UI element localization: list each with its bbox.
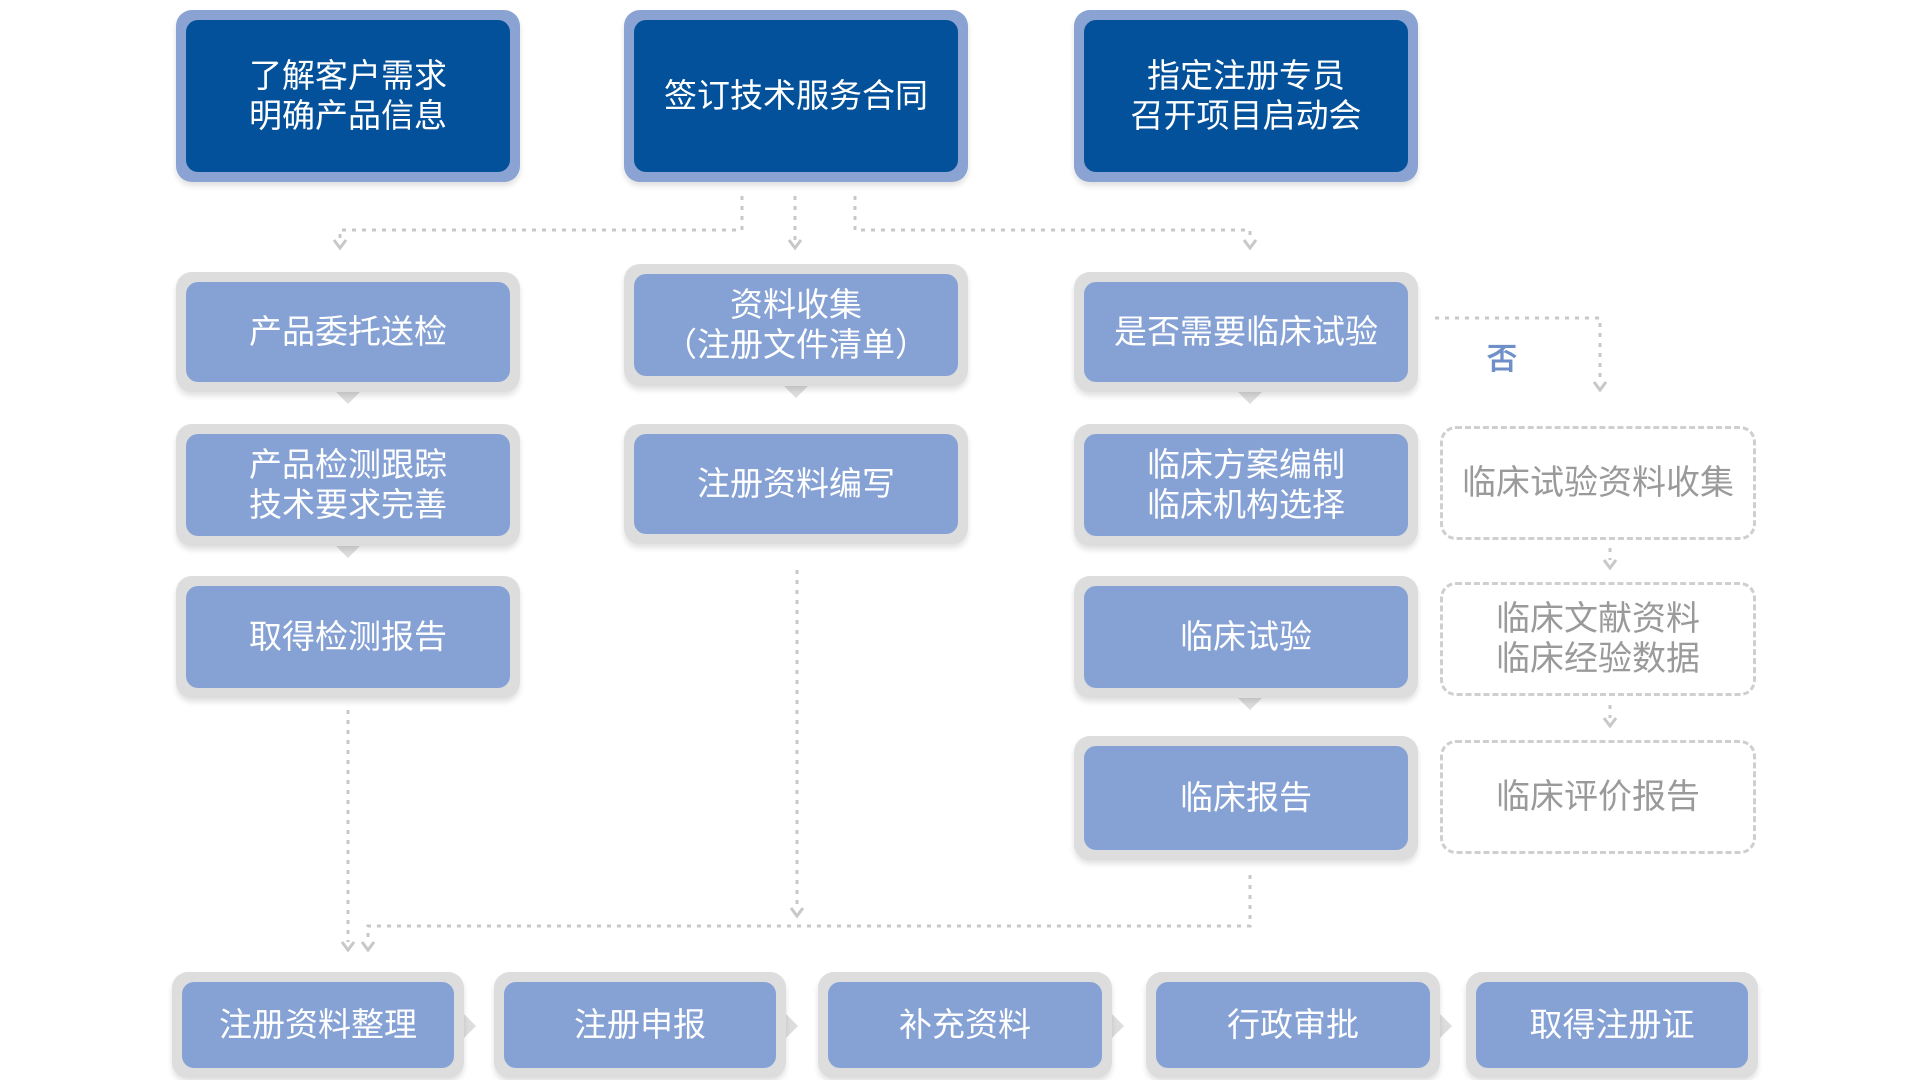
step-obtain-certificate: 取得注册证	[1466, 972, 1758, 1078]
step-clinical-plan: 临床方案编制 临床机构选择	[1074, 424, 1418, 546]
step-administrative-approval-label: 行政审批	[1156, 982, 1430, 1068]
pointer-notch	[784, 386, 808, 398]
step-sign-contract-label: 签订技术服务合同	[634, 20, 958, 172]
step-document-writing-label: 注册资料编写	[634, 434, 958, 534]
connector-contract-to-sample	[338, 196, 744, 240]
step-supplement-documents-label: 补充资料	[828, 982, 1102, 1068]
pointer-notch	[1112, 1014, 1124, 1038]
step-test-report-label: 取得检测报告	[186, 586, 510, 688]
step-understand-requirements: 了解客户需求 明确产品信息	[176, 10, 520, 182]
step-organize-documents-label: 注册资料整理	[182, 982, 454, 1068]
step-assign-specialist-label: 指定注册专员 召开项目启动会	[1084, 20, 1408, 172]
step-document-writing: 注册资料编写	[624, 424, 968, 544]
step-administrative-approval: 行政审批	[1146, 972, 1440, 1078]
arrowhead	[1602, 717, 1618, 729]
step-test-report: 取得检测报告	[176, 576, 520, 698]
step-clinical-report-label: 临床报告	[1084, 746, 1408, 850]
step-sign-contract: 签订技术服务合同	[624, 10, 968, 182]
pointer-notch	[336, 392, 360, 404]
step-clinical-trial: 临床试验	[1074, 576, 1418, 698]
connector-col3-to-bottom	[366, 875, 1252, 942]
step-clinical-trial-label: 临床试验	[1084, 586, 1408, 688]
arrowhead	[340, 941, 356, 953]
arrowhead	[1602, 559, 1618, 571]
step-organize-documents: 注册资料整理	[172, 972, 464, 1078]
step-clinical-trial-question: 是否需要临床试验	[1074, 272, 1418, 392]
pointer-notch	[786, 1014, 798, 1038]
step-clinical-plan-label: 临床方案编制 临床机构选择	[1084, 434, 1408, 536]
step-document-collection: 资料收集 （注册文件清单）	[624, 264, 968, 386]
pointer-notch	[1238, 698, 1262, 710]
step-assign-specialist: 指定注册专员 召开项目启动会	[1074, 10, 1418, 182]
arrowhead	[332, 239, 348, 251]
step-test-tracking: 产品检测跟踪 技术要求完善	[176, 424, 520, 546]
step-test-tracking-label: 产品检测跟踪 技术要求完善	[186, 434, 510, 536]
arrowhead	[789, 907, 805, 919]
arrowhead	[360, 941, 376, 953]
connector-no-branch	[1435, 316, 1602, 382]
pointer-notch	[1238, 392, 1262, 404]
pointer-notch	[336, 546, 360, 558]
alt-clinical-literature: 临床文献资料 临床经验数据	[1440, 582, 1756, 696]
step-clinical-report: 临床报告	[1074, 736, 1418, 860]
pointer-notch	[464, 1014, 476, 1038]
step-submit-registration-label: 注册申报	[504, 982, 776, 1068]
arrowhead	[1592, 381, 1608, 393]
step-sample-testing: 产品委托送检	[176, 272, 520, 392]
step-clinical-trial-question-label: 是否需要临床试验	[1084, 282, 1408, 382]
step-submit-registration: 注册申报	[494, 972, 786, 1078]
arrowhead	[787, 239, 803, 251]
no-branch-label: 否	[1487, 342, 1517, 377]
step-sample-testing-label: 产品委托送检	[186, 282, 510, 382]
pointer-notch	[1440, 1014, 1452, 1038]
alt-clinical-evaluation-report: 临床评价报告	[1440, 740, 1756, 854]
alt-clinical-data-collection: 临床试验资料收集	[1440, 426, 1756, 540]
step-document-collection-label: 资料收集 （注册文件清单）	[634, 274, 958, 376]
step-obtain-certificate-label: 取得注册证	[1476, 982, 1748, 1068]
arrowhead	[1242, 239, 1258, 251]
connector-contract-to-clinical-question	[853, 196, 1252, 240]
step-supplement-documents: 补充资料	[818, 972, 1112, 1078]
step-understand-requirements-label: 了解客户需求 明确产品信息	[186, 20, 510, 172]
